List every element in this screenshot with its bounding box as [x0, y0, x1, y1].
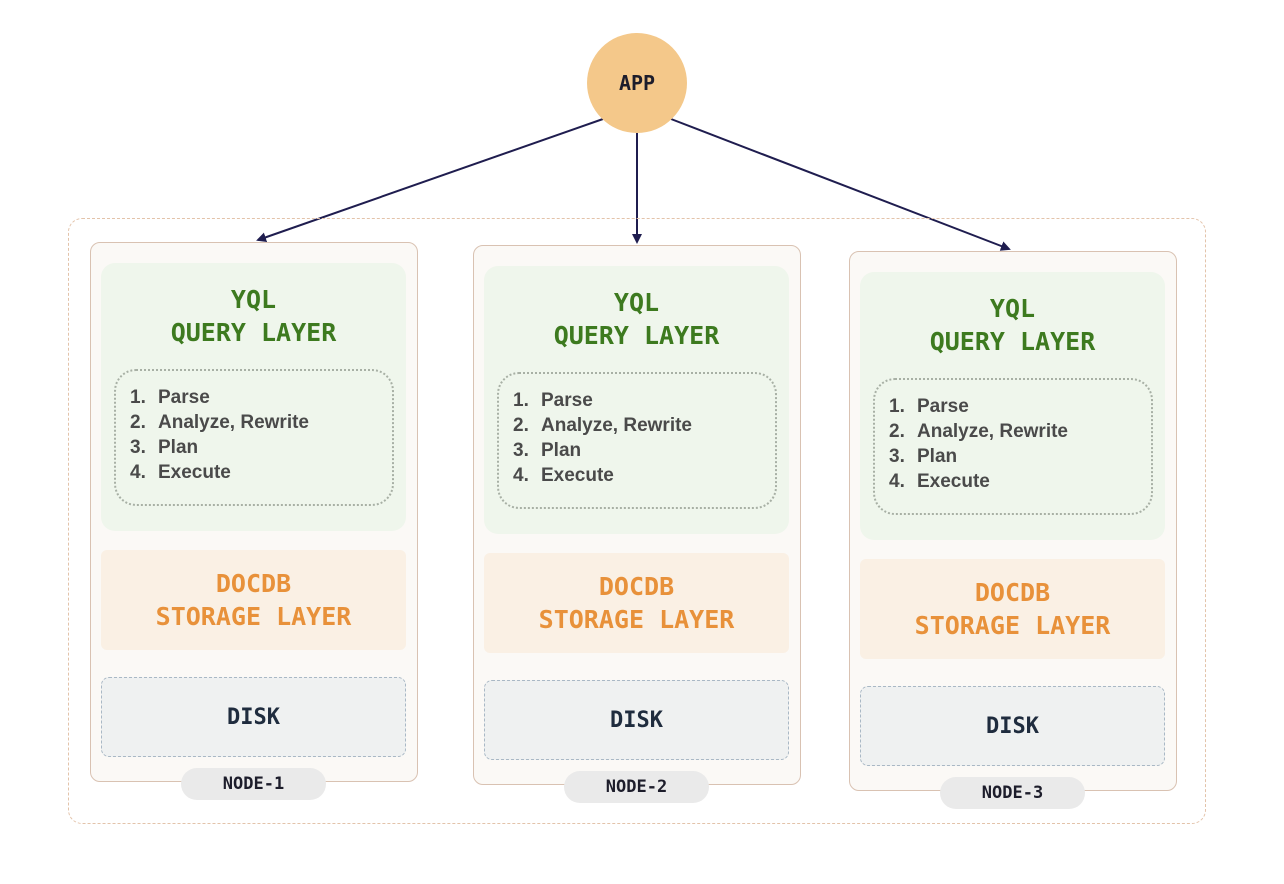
- query-steps-list: 1.Parse 2.Analyze, Rewrite 3.Plan 4.Exec…: [873, 378, 1153, 515]
- query-layer-title-line-1: YQL: [613, 288, 660, 317]
- cluster-boundary: [68, 218, 1206, 824]
- storage-layer-title-line-2: STORAGE LAYER: [914, 611, 1111, 640]
- query-step: 1.Parse: [130, 387, 210, 408]
- query-layer-title-line-2: QUERY LAYER: [929, 327, 1096, 356]
- query-layer-title: YQL QUERY LAYER: [860, 292, 1165, 358]
- arrow-app-to-node-1: [256, 118, 604, 243]
- query-layer-title-line-1: YQL: [989, 294, 1036, 323]
- node-name: NODE-2: [605, 777, 668, 797]
- query-layer: YQL QUERY LAYER 1.Parse 2.Analyze, Rewri…: [101, 263, 406, 531]
- disk-label: DISK: [610, 707, 663, 733]
- query-layer: YQL QUERY LAYER 1.Parse 2.Analyze, Rewri…: [484, 266, 789, 534]
- query-step: 4.Execute: [889, 471, 990, 492]
- query-layer-title: YQL QUERY LAYER: [484, 286, 789, 352]
- query-steps-list: 1.Parse 2.Analyze, Rewrite 3.Plan 4.Exec…: [114, 369, 394, 506]
- storage-layer: DOCDB STORAGE LAYER: [860, 559, 1165, 659]
- node-name: NODE-3: [981, 783, 1044, 803]
- storage-layer: DOCDB STORAGE LAYER: [484, 553, 789, 653]
- storage-layer-title: DOCDB STORAGE LAYER: [539, 570, 735, 636]
- disk-label: DISK: [986, 713, 1039, 739]
- node-label: NODE-3: [940, 777, 1085, 809]
- query-step: 2.Analyze, Rewrite: [889, 421, 1068, 442]
- node-label: NODE-1: [181, 768, 326, 800]
- storage-layer-title: DOCDB STORAGE LAYER: [915, 576, 1111, 642]
- query-step: 3.Plan: [130, 437, 199, 458]
- query-layer: YQL QUERY LAYER 1.Parse 2.Analyze, Rewri…: [860, 272, 1165, 540]
- disk-label: DISK: [227, 704, 280, 730]
- query-step: 2.Analyze, Rewrite: [513, 415, 692, 436]
- query-step: 4.Execute: [130, 462, 231, 483]
- query-layer-title-line-2: QUERY LAYER: [553, 321, 720, 350]
- node-1: YQL QUERY LAYER 1.Parse 2.Analyze, Rewri…: [90, 242, 418, 800]
- storage-layer-title: DOCDB STORAGE LAYER: [156, 567, 352, 633]
- query-layer-title: YQL QUERY LAYER: [101, 283, 406, 349]
- app-label: APP: [618, 71, 656, 95]
- query-layer-title-line-2: QUERY LAYER: [170, 318, 337, 347]
- storage-layer-title-line-2: STORAGE LAYER: [155, 602, 352, 631]
- node-name: NODE-1: [222, 774, 285, 794]
- storage-layer: DOCDB STORAGE LAYER: [101, 550, 406, 650]
- query-layer-title-line-1: YQL: [230, 285, 277, 314]
- query-step: 1.Parse: [889, 396, 969, 417]
- app-node: APP: [587, 33, 687, 133]
- query-step: 3.Plan: [889, 446, 958, 467]
- storage-layer-title-line-1: DOCDB: [215, 569, 292, 598]
- disk: DISK: [860, 686, 1165, 766]
- disk: DISK: [484, 680, 789, 760]
- node-2: YQL QUERY LAYER 1.Parse 2.Analyze, Rewri…: [473, 245, 801, 803]
- disk: DISK: [101, 677, 406, 757]
- query-step: 3.Plan: [513, 440, 582, 461]
- query-steps-list: 1.Parse 2.Analyze, Rewrite 3.Plan 4.Exec…: [497, 372, 777, 509]
- query-step: 1.Parse: [513, 390, 593, 411]
- storage-layer-title-line-1: DOCDB: [598, 572, 675, 601]
- storage-layer-title-line-1: DOCDB: [974, 578, 1051, 607]
- storage-layer-title-line-2: STORAGE LAYER: [538, 605, 735, 634]
- node-3: YQL QUERY LAYER 1.Parse 2.Analyze, Rewri…: [849, 251, 1177, 809]
- query-step: 4.Execute: [513, 465, 614, 486]
- arrow-app-to-node-3: [670, 118, 1011, 251]
- node-label: NODE-2: [564, 771, 709, 803]
- query-step: 2.Analyze, Rewrite: [130, 412, 309, 433]
